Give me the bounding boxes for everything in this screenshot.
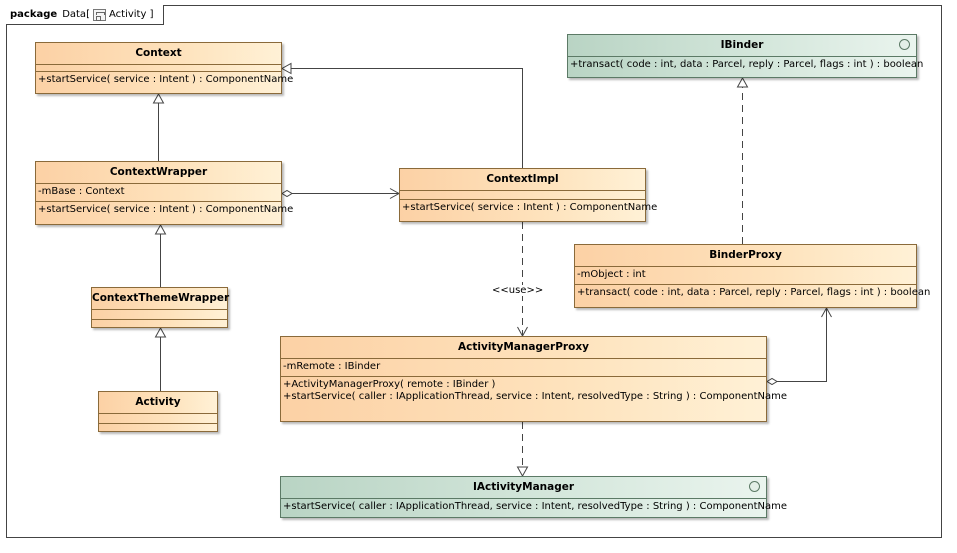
operations-section: +startService( service : Intent ) : Comp… [400,200,658,217]
use-stereotype-label: <<use>> [492,285,544,296]
interface-ibinder[interactable]: IBinder +transact( code : int, data : Pa… [567,34,924,78]
association-amproxy-binderproxy [766,306,832,386]
class-name: ContextImpl [400,169,645,191]
attributes-section: -mRemote : IBinder [281,359,766,377]
generalization-contextimpl-context [280,62,523,168]
operations-section: +startService( service : Intent ) : Comp… [36,202,294,219]
operation-row: +ActivityManagerProxy( remote : IBinder … [283,378,496,390]
attributes-section [400,191,645,200]
operation-row: +transact( code : int, data : Parcel, re… [570,59,924,70]
class-name: Activity [99,392,217,414]
operation-row: +startService( service : Intent ) : Comp… [402,202,658,213]
interface-circle-icon [899,39,910,50]
bracket-open: [ [86,9,90,20]
class-name: IActivityManager [281,477,766,499]
operations-section [99,424,217,432]
attributes-section: -mObject : int [575,267,916,285]
class-contextthemewrapper[interactable]: ContextThemeWrapper [91,287,229,328]
operations-section: +startService( caller : IApplicationThre… [281,499,788,516]
operation-row: +startService( caller : IApplicationThre… [283,391,788,402]
operation-row: +startService( service : Intent ) : Comp… [38,74,294,85]
package-tab: package Data [ Activity ] [6,5,165,25]
diagram-name: Activity [108,9,147,20]
operations-section [92,320,227,328]
bracket-close: ] [146,9,154,20]
class-contextimpl[interactable]: ContextImpl +startService( service : Int… [399,168,658,222]
interface-circle-icon [749,481,760,492]
class-name: ContextThemeWrapper [92,288,229,310]
class-activity[interactable]: Activity [98,391,218,432]
attributes-section [36,65,281,72]
attribute-row: -mObject : int [577,269,646,280]
class-name-text: IBinder [720,39,764,51]
attributes-section: -mBase : Context [36,184,281,202]
attributes-section [92,310,227,320]
package-keyword: package [10,9,58,20]
attribute-row: -mRemote : IBinder [283,361,381,372]
class-context[interactable]: Context +startService( service : Intent … [35,42,294,94]
operation-row: +startService( caller : IApplicationThre… [283,501,788,512]
attribute-row: -mBase : Context [38,186,125,197]
attributes-section [99,414,217,424]
class-activitymanagerproxy[interactable]: ActivityManagerProxy -mRemote : IBinder … [280,336,788,422]
operations-section: +transact( code : int, data : Parcel, re… [568,57,924,74]
class-name: Context [36,43,281,65]
operations-section: +transact( code : int, data : Parcel, re… [575,285,931,302]
class-name: ActivityManagerProxy [281,337,766,359]
class-contextwrapper[interactable]: ContextWrapper -mBase : Context +startSe… [35,161,294,225]
operation-row: +transact( code : int, data : Parcel, re… [577,286,931,298]
class-name: IBinder [568,35,916,57]
operation-row: +startService( service : Intent ) : Comp… [38,203,294,215]
operations-section: +ActivityManagerProxy( remote : IBinder … [281,377,788,406]
package-frame [6,5,942,538]
class-binderproxy[interactable]: BinderProxy -mObject : int +transact( co… [574,244,931,308]
class-diagram-icon [92,8,106,21]
package-name: Data [62,9,87,20]
class-name-text: IActivityManager [472,481,575,493]
interface-iactivitymanager[interactable]: IActivityManager +startService( caller :… [280,476,788,518]
operations-section: +startService( service : Intent ) : Comp… [36,72,294,89]
class-name: ContextWrapper [36,162,281,184]
class-name: BinderProxy [575,245,916,267]
